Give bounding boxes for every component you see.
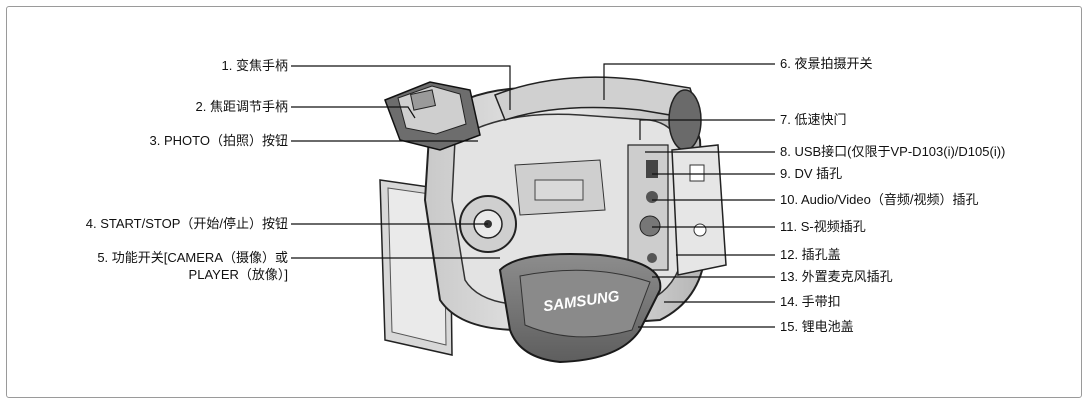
label-start-stop-button: 4. START/STOP（开始/停止）按钮: [85, 216, 288, 231]
label-photo-button: 3. PHOTO（拍照）按钮: [149, 133, 288, 148]
leader-line-1: [291, 65, 511, 110]
left-leader-lines: [291, 65, 511, 259]
label-mode-switch-cont: PLAYER（放像）]: [188, 267, 288, 282]
jack-column: [627, 144, 669, 271]
label-usb-jack: 8. USB接口(仅限于VP-D103(i)/D105(i)): [780, 144, 1006, 159]
hand-strap: SAMSUNG: [498, 253, 662, 364]
label-av-jack: 10. Audio/Video（音频/视频）插孔: [780, 192, 979, 207]
label-focus-adjust-lever: 2. 焦距调节手柄: [195, 99, 288, 114]
camera-body: [423, 76, 707, 332]
leader-line-7: [639, 119, 775, 140]
leader-line-6: [603, 63, 775, 100]
label-ext-mic-jack: 13. 外置麦克风插孔: [780, 269, 893, 284]
label-hand-strap-hook: 14. 手带扣: [780, 294, 841, 309]
label-nite-pix-switch: 6. 夜景拍摄开关: [780, 56, 873, 71]
leader-line-2: [291, 106, 416, 119]
label-battery-cover: 15. 锂电池盖: [780, 319, 854, 334]
label-low-speed-shutter: 7. 低速快门: [780, 112, 847, 127]
label-mode-switch: 5. 功能开关[CAMERA（摄像）或: [97, 250, 288, 265]
viewfinder: [384, 81, 481, 151]
right-leader-lines: [603, 63, 775, 328]
label-zoom-lever: 1. 变焦手柄: [221, 58, 288, 73]
label-jack-cover: 12. 插孔盖: [780, 247, 841, 262]
diagram-frame: [6, 6, 1082, 398]
label-s-video-jack: 11. S-视频插孔: [780, 219, 866, 234]
label-dv-jack: 9. DV 插孔: [780, 166, 843, 181]
